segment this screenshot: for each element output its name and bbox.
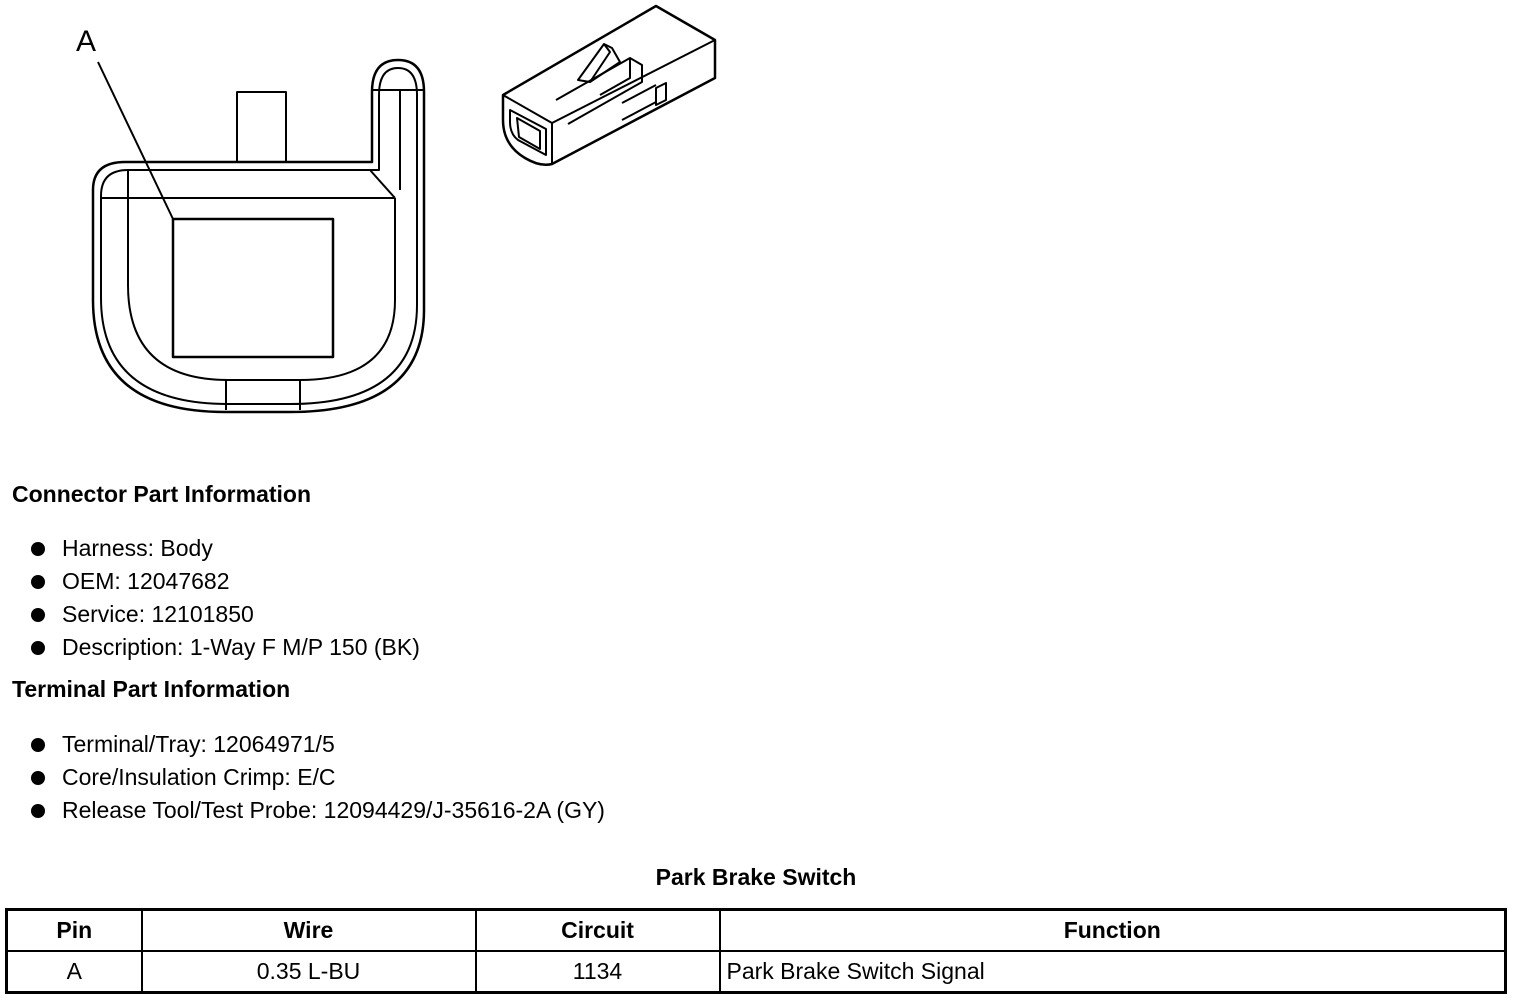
table-title: Park Brake Switch (655, 864, 857, 890)
column-header-circuit: Circuit (474, 908, 721, 952)
list-item: Release Tool/Test Probe: 12094429/J-3561… (26, 794, 605, 827)
cell-circuit: 1134 (474, 950, 721, 994)
table-row: A 0.35 L-BU 1134 Park Brake Switch Signa… (5, 950, 1507, 994)
terminal-info-title: Terminal Part Information (12, 676, 291, 702)
connector-diagram: A (76, 4, 717, 414)
connector-info-title: Connector Part Information (12, 481, 312, 507)
connector-info-list: Harness: Body OEM: 12047682 Service: 121… (26, 532, 420, 664)
terminal-info-list: Terminal/Tray: 12064971/5 Core/Insulatio… (26, 728, 605, 827)
column-header-pin: Pin (5, 908, 143, 952)
terminal-cavity-a (171, 217, 335, 359)
list-item: OEM: 12047682 (26, 565, 420, 598)
callout-label-a: A (76, 25, 96, 58)
callout-leader-line (97, 61, 174, 220)
list-item: Service: 12101850 (26, 598, 420, 631)
pinout-table: Pin Wire Circuit Function A 0.35 L-BU 11… (5, 908, 1507, 994)
cell-pin: A (5, 950, 143, 994)
cell-wire: 0.35 L-BU (140, 950, 477, 994)
connector-face-view (91, 58, 426, 414)
list-item: Core/Insulation Crimp: E/C (26, 761, 605, 794)
list-item: Terminal/Tray: 12064971/5 (26, 728, 605, 761)
cell-function: Park Brake Switch Signal (718, 950, 1507, 994)
connector-isometric-view (501, 4, 717, 166)
column-header-wire: Wire (140, 908, 477, 952)
list-item: Harness: Body (26, 532, 420, 565)
list-item: Description: 1-Way F M/P 150 (BK) (26, 631, 420, 664)
table-header-row: Pin Wire Circuit Function (5, 908, 1507, 952)
column-header-function: Function (718, 908, 1507, 952)
